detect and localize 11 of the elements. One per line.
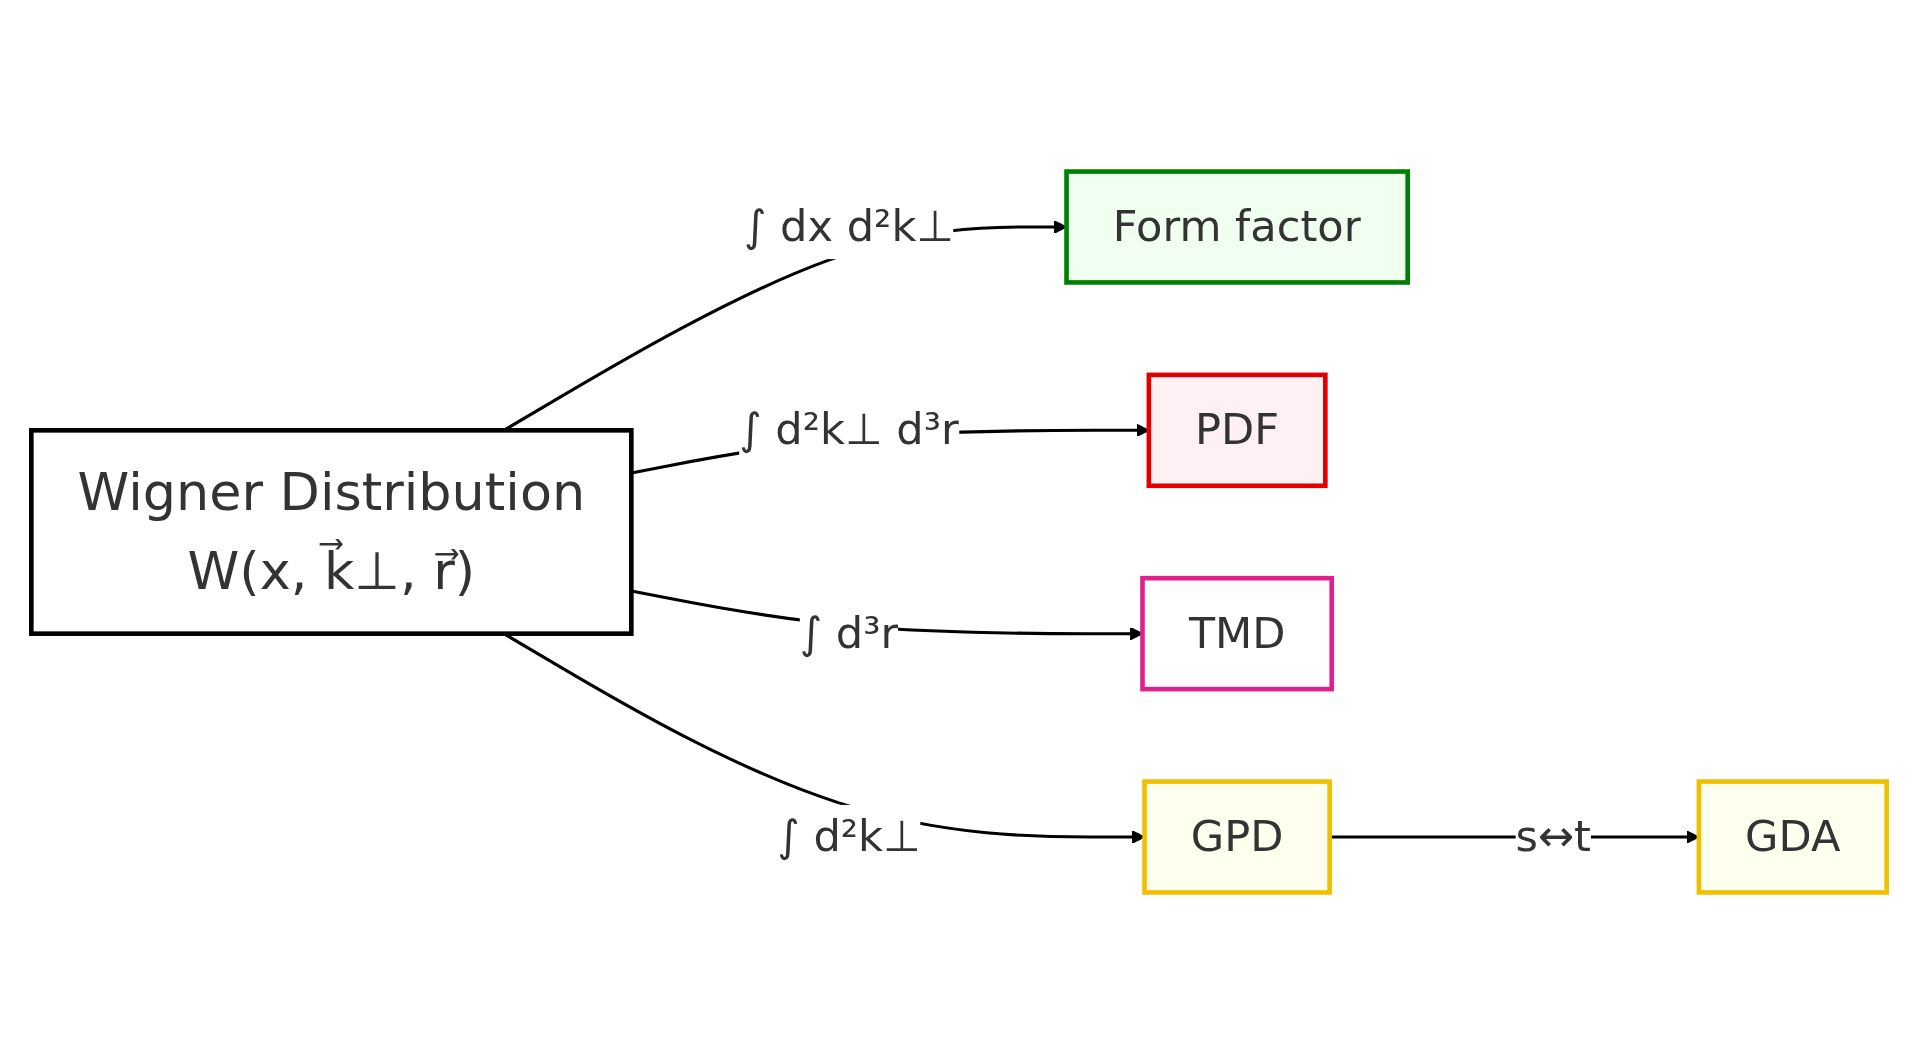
node-box: TMD [1139,575,1334,692]
node-box: PDF [1146,372,1328,489]
node-box: GDA [1696,779,1889,895]
node-box: GPD [1141,779,1332,895]
node-box: Form factor [1063,169,1410,285]
edge-label: ∫ d²k⊥ d³r [738,404,959,455]
edge-label: s↔t [1515,810,1591,862]
edge-label: ∫ d²k⊥ [776,810,921,862]
node-box: Wigner Distribution W(x, k⃗⊥, r⃗) [28,428,634,636]
edge-label: ∫ d³r [799,607,898,659]
edge-label: ∫ dx d²k⊥ [743,200,954,252]
